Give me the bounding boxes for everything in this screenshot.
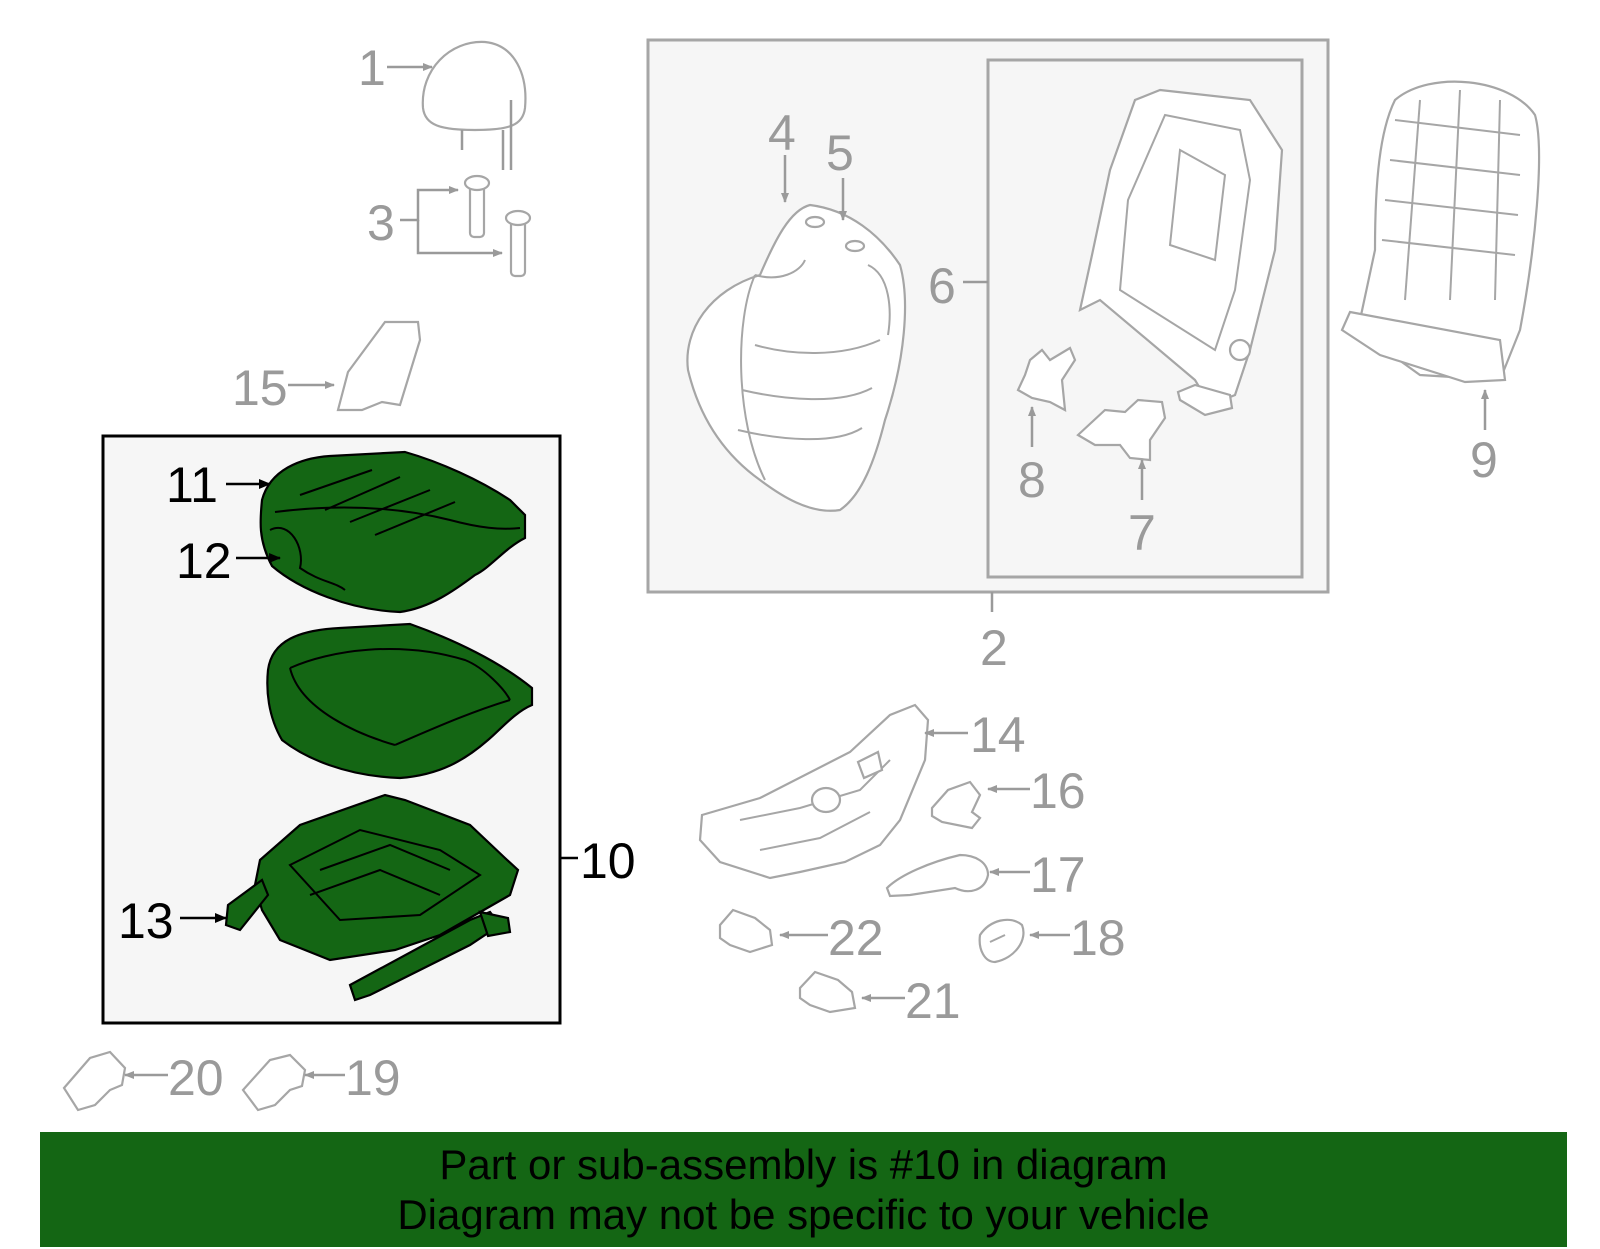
callout-8: 8 bbox=[1018, 452, 1046, 508]
knob-16-part bbox=[930, 780, 982, 830]
side-shield-part bbox=[698, 703, 930, 880]
callout-3: 3 bbox=[367, 195, 395, 251]
cushion-pad-part bbox=[266, 622, 534, 780]
seatback-frame-part bbox=[1078, 88, 1284, 417]
callout-11: 11 bbox=[166, 457, 218, 513]
callout-19: 19 bbox=[345, 1050, 401, 1106]
callout-15: 15 bbox=[232, 360, 288, 416]
clip-22-part bbox=[718, 908, 774, 954]
callout-10: 10 bbox=[580, 833, 636, 889]
callout-18: 18 bbox=[1070, 910, 1126, 966]
lever-17-part bbox=[885, 853, 990, 898]
callout-13: 13 bbox=[118, 893, 174, 949]
banner-line-2: Diagram may not be specific to your vehi… bbox=[397, 1190, 1210, 1238]
back-panel-part bbox=[1340, 80, 1541, 384]
seatback-cover-part bbox=[686, 203, 907, 512]
banner-line-1: Part or sub-assembly is #10 in diagram bbox=[439, 1140, 1168, 1188]
callout-12: 12 bbox=[176, 533, 232, 589]
seat-frame-part bbox=[224, 793, 520, 1002]
bracket-7-part bbox=[1076, 398, 1167, 462]
clip-21-part bbox=[798, 970, 857, 1014]
leader-3b bbox=[416, 220, 503, 257]
callout-7: 7 bbox=[1128, 505, 1156, 561]
callout-1: 1 bbox=[358, 40, 386, 96]
callout-17: 17 bbox=[1030, 847, 1086, 903]
cover-15-part bbox=[336, 320, 422, 412]
callout-6: 6 bbox=[928, 258, 956, 314]
bracket-8-part bbox=[1016, 346, 1077, 412]
callout-2: 2 bbox=[980, 620, 1008, 676]
cover-20-part bbox=[62, 1050, 127, 1112]
callout-20: 20 bbox=[168, 1050, 224, 1106]
cap-18-part bbox=[978, 918, 1025, 964]
callout-16: 16 bbox=[1030, 763, 1086, 819]
leader-3a bbox=[400, 186, 459, 222]
callout-22: 22 bbox=[828, 910, 884, 966]
callout-14: 14 bbox=[970, 707, 1026, 763]
callout-4: 4 bbox=[768, 105, 796, 161]
cover-19-part bbox=[241, 1053, 307, 1112]
info-banner: Part or sub-assembly is #10 in diagram D… bbox=[40, 1132, 1567, 1247]
callout-5: 5 bbox=[826, 125, 854, 181]
cushion-cover-part bbox=[259, 450, 527, 614]
callout-9: 9 bbox=[1470, 432, 1498, 488]
headrest-guide-part bbox=[463, 174, 532, 278]
headrest-part bbox=[421, 40, 527, 170]
callout-21: 21 bbox=[905, 973, 961, 1029]
